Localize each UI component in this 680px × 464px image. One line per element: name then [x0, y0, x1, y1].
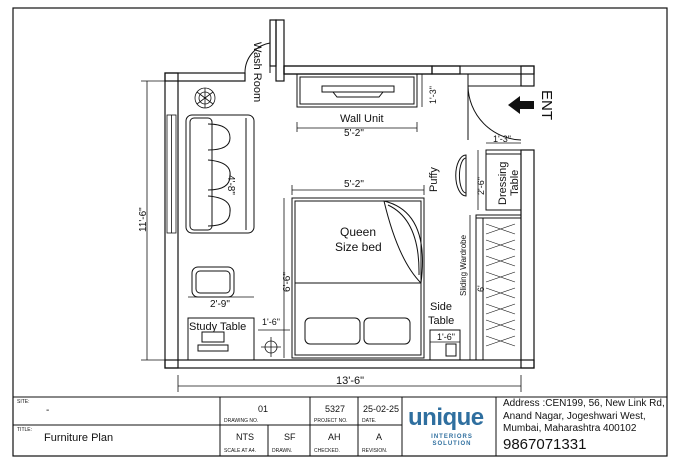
bed-width-dimension [291, 185, 425, 195]
entry-door [467, 74, 532, 141]
entry-label: ENT [538, 90, 555, 120]
bed-width-label: 5'-2" [344, 179, 364, 190]
revision-caption: REVISION. [362, 448, 388, 454]
queen-bed [291, 197, 425, 359]
overall-height-dimension [141, 80, 165, 361]
sliding-wardrobe-label: Sliding Wardrobe [459, 234, 468, 296]
wardrobe-length-label: 6' [476, 285, 486, 292]
table-label: Table [428, 315, 454, 327]
wall-unit-width-label: 5'-2" [344, 128, 364, 139]
title-block-grid [13, 396, 667, 456]
project-no-value: 5327 [325, 404, 346, 414]
drawing-no-caption: DRAWING NO. [224, 418, 259, 424]
address-block: Address :CEN199, 56, New Link Rd, Anand … [503, 398, 665, 436]
wall-unit-dimension [296, 74, 423, 132]
dressing-table-label-1: Dressing [497, 162, 509, 205]
puffy [455, 154, 467, 197]
address-line-1: Address :CEN199, 56, New Link Rd, [503, 398, 665, 409]
company-logo-main: unique [408, 404, 484, 431]
project-no-caption: PROJECT NO. [314, 418, 348, 424]
title-caption: TITLE: [17, 427, 33, 433]
site-caption: SITE: [17, 399, 30, 405]
checked-value: AH [328, 432, 341, 442]
address-line-3: Mumbai, Maharashtra 400102 [503, 423, 637, 434]
size-bed-label: Size bed [335, 240, 382, 254]
puffy-label: Puffy [428, 167, 440, 192]
wall-unit-depth-label: 1'-3" [428, 86, 438, 104]
room-height-label: 11'-6" [138, 207, 149, 232]
room-width-label: 13'-6" [336, 375, 364, 387]
company-logo-sub: INTERIORS SOLUTION [431, 434, 473, 447]
checked-caption: CHECKED. [314, 448, 340, 454]
fan-icon [261, 337, 281, 357]
date-value: 25-02-25 [363, 404, 400, 414]
wash-room-door [244, 42, 271, 74]
phone-number: 9867071331 [503, 436, 587, 453]
site-value: - [46, 405, 50, 416]
sheet-border [12, 7, 668, 457]
drawn-caption: DRAWN. [272, 448, 293, 454]
dressing-depth-label: 1'-3" [493, 134, 511, 144]
drawing-no-value: 01 [258, 404, 269, 414]
study-table-dimension [188, 296, 290, 331]
date-caption: DATE. [362, 418, 377, 424]
dressing-dimension [477, 142, 521, 210]
wall-unit [296, 73, 418, 108]
drawn-value: SF [284, 432, 296, 442]
study-table [187, 266, 255, 361]
wall-unit-label: Wall Unit [340, 113, 384, 125]
title-value: Furniture Plan [44, 432, 114, 444]
study-width-label: 2'-9" [210, 299, 230, 310]
scale-value: NTS [236, 432, 254, 442]
revision-value: A [376, 432, 383, 442]
plant-icon [194, 87, 216, 109]
dressing-table [485, 149, 522, 211]
entry-arrow-icon [508, 96, 534, 114]
dressing-table-label-2: Table [509, 170, 521, 196]
scale-caption: SCALE AT A4. [224, 448, 257, 454]
side-table [429, 329, 461, 361]
dressing-width-label: 2'-6" [476, 177, 486, 195]
sliding-wardrobe [475, 214, 522, 361]
left-window [166, 114, 177, 234]
study-depth-label: 1'-6" [262, 317, 280, 327]
queen-label: Queen [340, 225, 376, 239]
address-line-2: Anand Nagar, Jogeshwari West, [503, 410, 646, 422]
side-label: Side [430, 301, 452, 313]
study-table-label: Study Table [189, 321, 246, 333]
sofa-length-label: 4'-8" [225, 175, 236, 195]
overall-width-dimension [177, 375, 522, 392]
wash-room-label: Wash Room [251, 42, 263, 102]
sofa [185, 114, 255, 234]
side-table-width-label: 1'-6" [437, 332, 455, 342]
bed-length-label: 6'-6" [282, 272, 293, 292]
